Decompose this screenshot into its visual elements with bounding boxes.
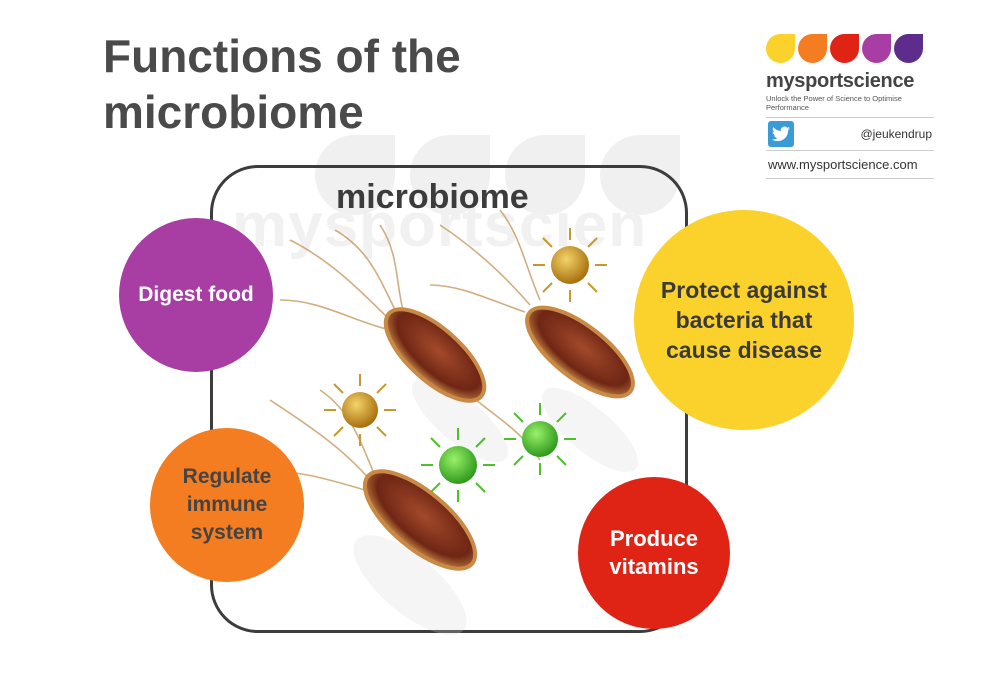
- microbiome-label: microbiome: [336, 178, 529, 216]
- function-produce-vitamins: Produce vitamins: [578, 477, 730, 629]
- bacterium-reflection: [353, 535, 467, 635]
- logo-tagline: Unlock the Power of Science to Optimise …: [766, 94, 902, 112]
- slide-title-line2: microbiome: [103, 86, 364, 138]
- logo-drop-red: [830, 34, 859, 63]
- bacterium: [362, 469, 478, 571]
- twitter-row[interactable]: @jeukendrup: [766, 118, 934, 150]
- virus-green: [421, 428, 495, 502]
- twitter-handle[interactable]: @jeukendrup: [860, 127, 932, 141]
- function-digest-food: Digest food: [119, 218, 273, 372]
- social-links: @jeukendrup www.mysportscience.com: [766, 117, 934, 179]
- virus-gold: [533, 228, 607, 302]
- logo-drop-purple: [862, 34, 891, 63]
- logo-brand-name: mysportscience: [766, 70, 915, 92]
- mysportscience-logo: mysportscience Unlock the Power of Scien…: [766, 34, 934, 112]
- logo-drops: [766, 34, 934, 66]
- slide-title: Functions of the microbiome: [103, 28, 623, 140]
- logo-drop-yellow: [766, 34, 795, 63]
- twitter-bird-icon[interactable]: [768, 121, 794, 147]
- bacterium-reflection: [411, 377, 509, 463]
- slide-title-line1: Functions of the: [103, 30, 461, 82]
- bacterium: [383, 307, 487, 403]
- virus-gold: [324, 374, 396, 446]
- function-regulate-immune-system: Regulate immune system: [150, 428, 304, 582]
- logo-drop-violet: [894, 34, 923, 63]
- function-protect-against-bacteria: Protect against bacteria that cause dise…: [634, 210, 854, 430]
- bacterium-reflection: [541, 387, 639, 473]
- bacterium: [525, 305, 635, 399]
- virus-green: [504, 403, 576, 475]
- logo-drop-orange: [798, 34, 827, 63]
- website-link[interactable]: www.mysportscience.com: [768, 157, 918, 172]
